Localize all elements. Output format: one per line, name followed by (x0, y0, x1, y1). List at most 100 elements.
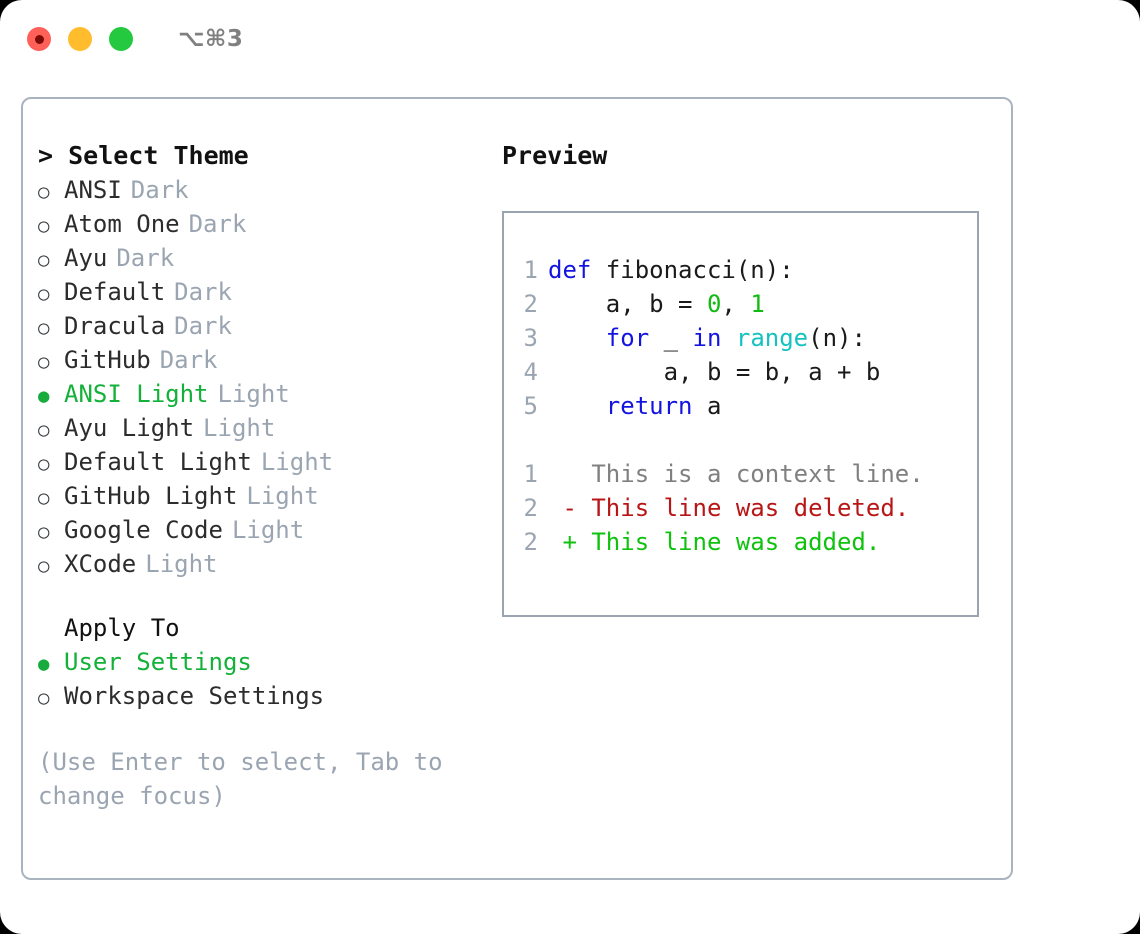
theme-kind-badge: Dark (130, 176, 189, 204)
code-token-plain (548, 324, 606, 352)
code-token-plain: a (692, 392, 722, 420)
radio-unselected-icon: ○ (38, 351, 50, 373)
theme-name-label: Ayu (64, 244, 108, 272)
diff-line: 1 This is a context line. (504, 457, 977, 491)
radio-selected-icon: ● (38, 385, 50, 407)
theme-kind-badge: Light (246, 482, 319, 510)
select-theme-heading: > Select Theme (38, 141, 249, 170)
code-line-text: return a (548, 389, 722, 423)
diff-line-number: 1 (523, 460, 538, 488)
code-token-plain (548, 392, 606, 420)
code-token-num: 1 (750, 290, 765, 318)
theme-kind-badge: Dark (174, 312, 232, 340)
theme-kind-badge: Light (260, 448, 334, 476)
apply-to-option[interactable]: ● User Settings (38, 645, 498, 679)
theme-kind-badge: Dark (116, 244, 175, 272)
diff-line: 2 + This line was added. (504, 525, 977, 559)
theme-kind-badge: Dark (159, 346, 218, 374)
diff-line-text: This is a context line. (548, 460, 924, 488)
code-line-number: 3 (523, 324, 538, 352)
code-token-fn: range (735, 324, 809, 352)
diff-line: 2 - This line was deleted. (504, 491, 977, 525)
theme-list-item[interactable]: ○ ANSI Dark (38, 173, 498, 207)
radio-selected-icon: ● (38, 653, 50, 675)
theme-name-label: Ayu Light (64, 414, 195, 442)
code-line-text: for _ in range(n): (548, 321, 866, 355)
radio-unselected-icon: ○ (38, 283, 50, 305)
theme-kind-badge: Light (203, 414, 276, 442)
code-line-text: def fibonacci(n): (548, 253, 794, 287)
radio-unselected-icon: ○ (38, 181, 50, 203)
apply-to-label: User Settings (64, 648, 252, 676)
radio-unselected-icon: ○ (38, 555, 50, 577)
theme-name-label: GitHub (64, 346, 151, 374)
code-token-plain: a, b = (548, 290, 707, 318)
theme-list-item[interactable]: ○ Default Dark (38, 275, 498, 309)
theme-kind-badge: Light (217, 380, 290, 408)
theme-name-label: Atom One (64, 210, 180, 238)
code-line: 5 return a (504, 389, 977, 423)
radio-unselected-icon: ○ (38, 215, 50, 237)
radio-unselected-icon: ○ (38, 317, 50, 339)
close-button-icon[interactable] (27, 27, 51, 51)
apply-to-heading: Apply To (64, 614, 180, 642)
preview-heading: Preview (502, 141, 608, 170)
diff-sample: 1 This is a context line.2 - This line w… (504, 457, 977, 559)
code-line-number: 5 (523, 392, 538, 420)
theme-name-label: Google Code (64, 516, 223, 544)
theme-list-item[interactable]: ○ GitHub Dark (38, 343, 498, 377)
diff-line-text: + This line was added. (548, 528, 881, 556)
code-line-number: 2 (523, 290, 538, 318)
apply-to-list[interactable]: ● User Settings ○Workspace Settings (38, 645, 498, 713)
theme-name-label: Dracula (64, 312, 166, 340)
keyboard-shortcut-label: ⌥⌘3 (178, 26, 244, 52)
theme-kind-badge: Dark (188, 210, 247, 238)
theme-name-label: XCode (64, 550, 137, 578)
code-token-plain: , (721, 290, 751, 318)
code-token-kw: def (548, 256, 592, 284)
diff-line-number: 2 (523, 494, 538, 522)
theme-list-item[interactable]: ○ Dracula Dark (38, 309, 498, 343)
code-token-kw: return (605, 392, 693, 420)
minimize-button-icon[interactable] (68, 27, 92, 51)
theme-list-item[interactable]: ○ Ayu Dark (38, 241, 498, 275)
theme-name-label: Default (64, 278, 166, 306)
theme-list-item[interactable]: ○ Atom One Dark (38, 207, 498, 241)
code-line-number: 4 (523, 358, 538, 386)
radio-unselected-icon: ○ (38, 249, 50, 271)
traffic-lights (27, 27, 133, 51)
diff-line-number: 2 (523, 528, 538, 556)
apply-to-option[interactable]: ○Workspace Settings (38, 679, 498, 713)
code-token-kw: for (605, 324, 650, 352)
code-line: 3 for _ in range(n): (504, 321, 977, 355)
maximize-button-icon[interactable] (109, 27, 133, 51)
radio-unselected-icon: ○ (38, 419, 50, 441)
theme-name-label: ANSI Light (64, 380, 209, 408)
code-token-plain: fibonacci(n): (591, 256, 794, 284)
code-line: 4 a, b = b, a + b (504, 355, 977, 389)
theme-name-label: ANSI (64, 176, 122, 204)
recording-dot-icon (34, 34, 44, 44)
theme-list-item[interactable]: ○ Ayu Light Light (38, 411, 498, 445)
radio-unselected-icon: ○ (38, 687, 50, 709)
theme-list-item[interactable]: ● ANSI Light Light (38, 377, 498, 411)
code-line: 2 a, b = 0, 1 (504, 287, 977, 321)
code-token-plain: a, b = b, a + b (548, 358, 881, 386)
radio-unselected-icon: ○ (38, 521, 50, 543)
code-token-plain: _ (649, 324, 693, 352)
code-token-num: 0 (706, 290, 722, 318)
diff-line-text: - This line was deleted. (548, 494, 910, 522)
theme-kind-badge: Dark (174, 278, 232, 306)
theme-name-label: GitHub Light (64, 482, 238, 510)
code-token-plain (721, 324, 735, 352)
